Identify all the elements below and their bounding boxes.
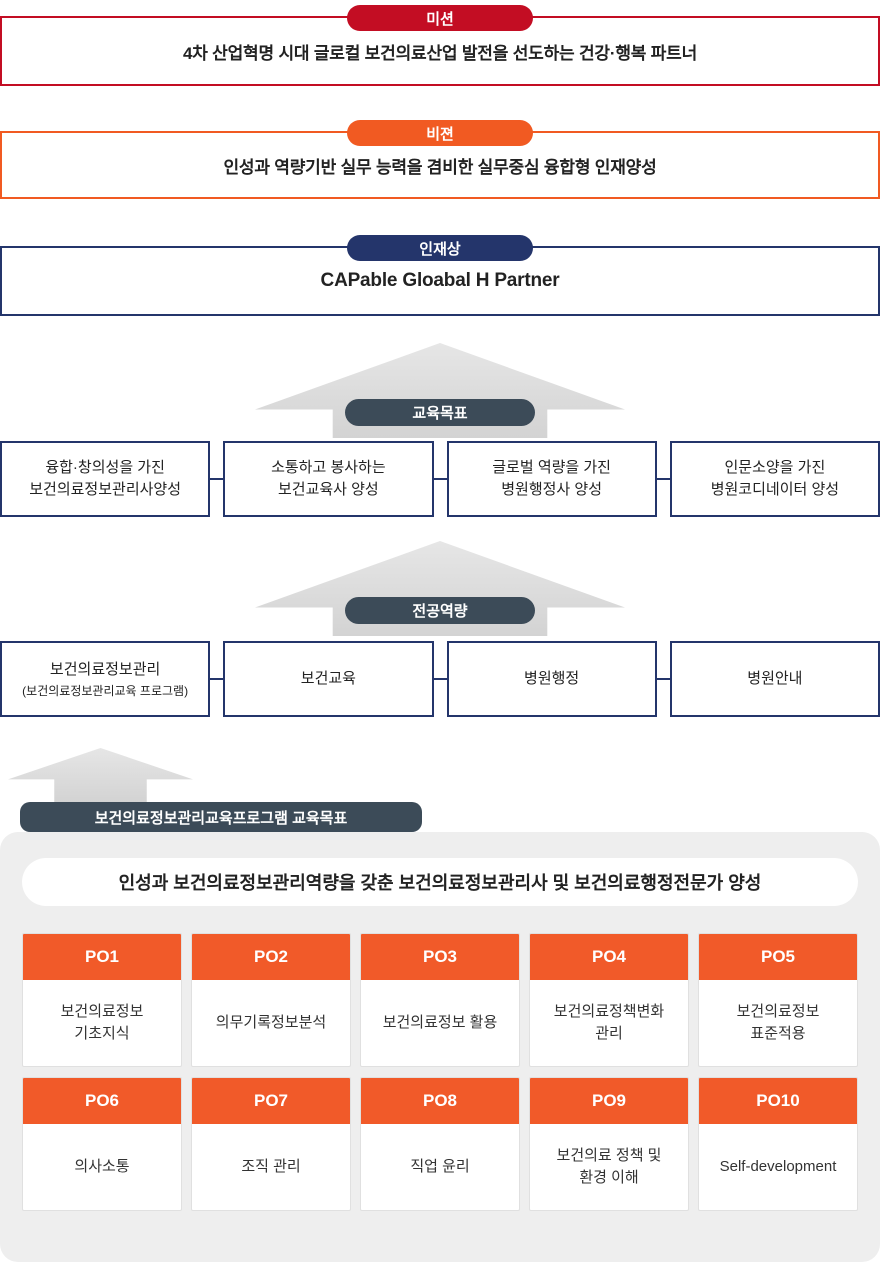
vision-text: 인성과 역량기반 실무 능력을 겸비한 실무중심 융합형 인재양성 xyxy=(223,157,657,177)
competency-text: 병원안내 xyxy=(747,670,803,688)
mission-badge: 미션 xyxy=(347,5,533,31)
po-card-header: PO6 xyxy=(23,1078,181,1124)
connector-line xyxy=(210,678,224,680)
po-card-4: PO4 보건의료정책변화 관리 xyxy=(529,933,689,1067)
competency-text: 보건교육 xyxy=(300,670,356,688)
talent-badge: 인재상 xyxy=(347,235,533,261)
competency-text: 보건의료정보관리 xyxy=(49,661,161,679)
edu-goals-row: 융합·창의성을 가진 보건의료정보관리사양성 소통하고 봉사하는 보건교육사 양… xyxy=(0,441,880,517)
po-card-text: 보건의료정보 기초지식 xyxy=(60,1003,144,1042)
po-card-9: PO9 보건의료 정책 및 환경 이해 xyxy=(529,1077,689,1211)
competency-arrow-wrap: 전공역량 xyxy=(255,541,625,636)
talent-box: 인재상 CAPable Gloabal H Partner xyxy=(0,235,880,316)
talent-section: 인재상 CAPable Gloabal H Partner xyxy=(0,235,880,316)
competency-box-4: 병원안내 xyxy=(669,641,880,717)
po-card-text: 보건의료정책변화 관리 xyxy=(553,1003,665,1042)
po-card-2: PO2 의무기록정보분석 xyxy=(191,933,351,1067)
po-card-header: PO9 xyxy=(530,1078,688,1124)
edu-goal-text: 융합·창의성을 가진 보건의료정보관리사양성 xyxy=(29,459,182,498)
vision-badge: 비젼 xyxy=(347,120,533,146)
po-card-header: PO7 xyxy=(192,1078,350,1124)
po-card-header: PO5 xyxy=(699,934,857,980)
po-card-5: PO5 보건의료정보 표준적용 xyxy=(698,933,858,1067)
connector-line xyxy=(433,678,447,680)
po-card-header: PO3 xyxy=(361,934,519,980)
po-card-7: PO7 조직 관리 xyxy=(191,1077,351,1211)
competency-subtext: (보건의료정보관리교육 프로그램) xyxy=(22,683,189,698)
mission-box: 미션 4차 산업혁명 시대 글로컬 보건의료산업 발전을 선도하는 건강·행복 … xyxy=(0,5,880,86)
po-card-header: PO1 xyxy=(23,934,181,980)
small-up-arrow-icon xyxy=(8,748,193,802)
po-card-header: PO10 xyxy=(699,1078,857,1124)
connector-line xyxy=(433,478,447,480)
connector-line xyxy=(210,478,224,480)
edu-goals-arrow-wrap: 교육목표 xyxy=(255,343,625,438)
competency-text: 병원행정 xyxy=(524,670,580,688)
vision-box: 비젼 인성과 역량기반 실무 능력을 겸비한 실무중심 융합형 인재양성 xyxy=(0,120,880,199)
po-card-10: PO10 Self-development xyxy=(698,1077,858,1211)
po-card-text: 의사소통 xyxy=(74,1158,130,1176)
po-card-1: PO1 보건의료정보 기초지식 xyxy=(22,933,182,1067)
competency-box-2: 보건교육 xyxy=(223,641,434,717)
edu-goal-text: 글로벌 역량을 가진 병원행정사 양성 xyxy=(492,459,611,498)
competency-box-1: 보건의료정보관리 (보건의료정보관리교육 프로그램) xyxy=(0,641,211,717)
po-card-6: PO6 의사소통 xyxy=(22,1077,182,1211)
edu-goal-box-2: 소통하고 봉사하는 보건교육사 양성 xyxy=(223,441,434,517)
program-head: 보건의료정보관리교육프로그램 교육목표 xyxy=(0,748,880,832)
connector-line xyxy=(656,678,670,680)
program-panel: 인성과 보건의료정보관리역량을 갖춘 보건의료정보관리사 및 보건의료행정전문가… xyxy=(0,832,880,1262)
edu-goal-box-1: 융합·창의성을 가진 보건의료정보관리사양성 xyxy=(0,441,211,517)
po-card-3: PO3 보건의료정보 활용 xyxy=(360,933,520,1067)
po-card-8: PO8 직업 윤리 xyxy=(360,1077,520,1211)
talent-text: CAPable Gloabal H Partner xyxy=(320,270,560,291)
edu-goal-box-3: 글로벌 역량을 가진 병원행정사 양성 xyxy=(446,441,657,517)
po-card-text: 조직 관리 xyxy=(241,1158,301,1176)
po-card-text: 직업 윤리 xyxy=(410,1158,470,1176)
mission-section: 미션 4차 산업혁명 시대 글로컬 보건의료산업 발전을 선도하는 건강·행복 … xyxy=(0,5,880,86)
vision-section: 비젼 인성과 역량기반 실무 능력을 겸비한 실무중심 융합형 인재양성 xyxy=(0,120,880,199)
po-card-text: 보건의료정보 표준적용 xyxy=(736,1003,820,1042)
po-card-text: 의무기록정보분석 xyxy=(215,1014,327,1032)
competency-box-3: 병원행정 xyxy=(446,641,657,717)
po-card-text: 보건의료정보 활용 xyxy=(382,1014,498,1032)
po-card-header: PO4 xyxy=(530,934,688,980)
competency-badge: 전공역량 xyxy=(345,597,535,624)
po-grid: PO1 보건의료정보 기초지식 PO2 의무기록정보분석 PO3 보건의료정보 … xyxy=(22,933,858,1211)
mission-text: 4차 산업혁명 시대 글로컬 보건의료산업 발전을 선도하는 건강·행복 파트너 xyxy=(182,43,698,63)
edu-goal-text: 인문소양을 가진 병원코디네이터 양성 xyxy=(710,459,840,498)
connector-line xyxy=(656,478,670,480)
po-card-text: 보건의료 정책 및 환경 이해 xyxy=(556,1147,662,1186)
edu-goal-text: 소통하고 봉사하는 보건교육사 양성 xyxy=(271,459,386,498)
competency-row: 보건의료정보관리 (보건의료정보관리교육 프로그램) 보건교육 병원행정 병원안… xyxy=(0,641,880,717)
edu-goals-badge: 교육목표 xyxy=(345,399,535,426)
program-label: 보건의료정보관리교육프로그램 교육목표 xyxy=(20,802,422,832)
po-card-text: Self-development xyxy=(719,1158,837,1176)
program-banner: 인성과 보건의료정보관리역량을 갖춘 보건의료정보관리사 및 보건의료행정전문가… xyxy=(22,858,858,906)
edu-goal-box-4: 인문소양을 가진 병원코디네이터 양성 xyxy=(669,441,880,517)
po-card-header: PO2 xyxy=(192,934,350,980)
po-card-header: PO8 xyxy=(361,1078,519,1124)
